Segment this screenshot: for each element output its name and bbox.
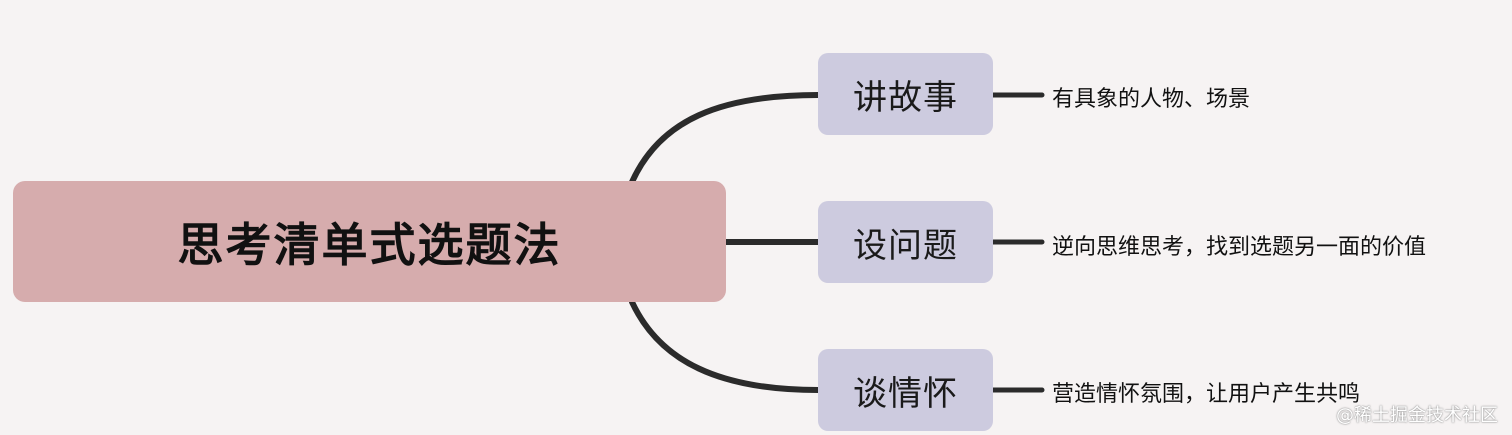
branch-topic-3[interactable]: 谈情怀 [818,349,993,431]
detail-text-2: 逆向思维思考，找到选题另一面的价值 [1052,235,1427,260]
connector-root-to-branch-3 [629,299,821,393]
root-topic-label: 思考清单式选题法 [177,217,562,272]
branch-topic-1[interactable]: 讲故事 [818,53,993,135]
branch-topic-label: 讲故事 [853,77,958,118]
branch-topic-label: 谈情怀 [853,373,958,414]
watermark: @稀土掘金技术社区 [1336,405,1498,426]
root-topic[interactable]: 思考清单式选题法 [13,181,726,302]
branch-topic-2[interactable]: 设问题 [818,201,993,283]
connector-root-to-branch-1 [629,92,821,185]
detail-text-1: 有具象的人物、场景 [1052,87,1251,112]
detail-text-3: 营造情怀氛围，让用户产生共鸣 [1052,382,1361,407]
branch-topic-label: 设问题 [853,225,958,266]
